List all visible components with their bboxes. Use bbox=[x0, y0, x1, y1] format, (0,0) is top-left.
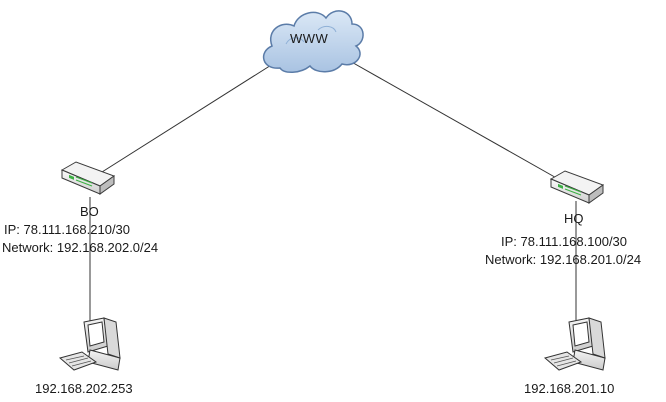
bo-network-label: Network: 192.168.202.0/24 bbox=[2, 240, 159, 255]
cloud-label: WWW bbox=[290, 31, 329, 46]
cloud-icon bbox=[262, 10, 364, 73]
bo-host-ip-label: 192.168.202.253 bbox=[35, 381, 133, 396]
hq-ip-label: IP: 78.111.168.100/30 bbox=[501, 234, 628, 249]
hq-name-label: HQ bbox=[564, 211, 584, 226]
hq-host-ip-label: 192.168.201.10 bbox=[524, 381, 615, 396]
bo-workstation-icon bbox=[58, 317, 121, 371]
bo-name-label: BO bbox=[80, 204, 99, 219]
bo-router-icon bbox=[60, 161, 116, 195]
hq-network-label: Network: 192.168.201.0/24 bbox=[485, 252, 642, 267]
link-www-hq bbox=[347, 59, 561, 181]
hq-workstation-icon bbox=[543, 317, 606, 371]
bo-ip-label: IP: 78.111.168.210/30 bbox=[4, 222, 131, 237]
network-links bbox=[89, 59, 577, 322]
link-www-bo bbox=[101, 61, 277, 173]
hq-router-icon bbox=[549, 170, 605, 204]
